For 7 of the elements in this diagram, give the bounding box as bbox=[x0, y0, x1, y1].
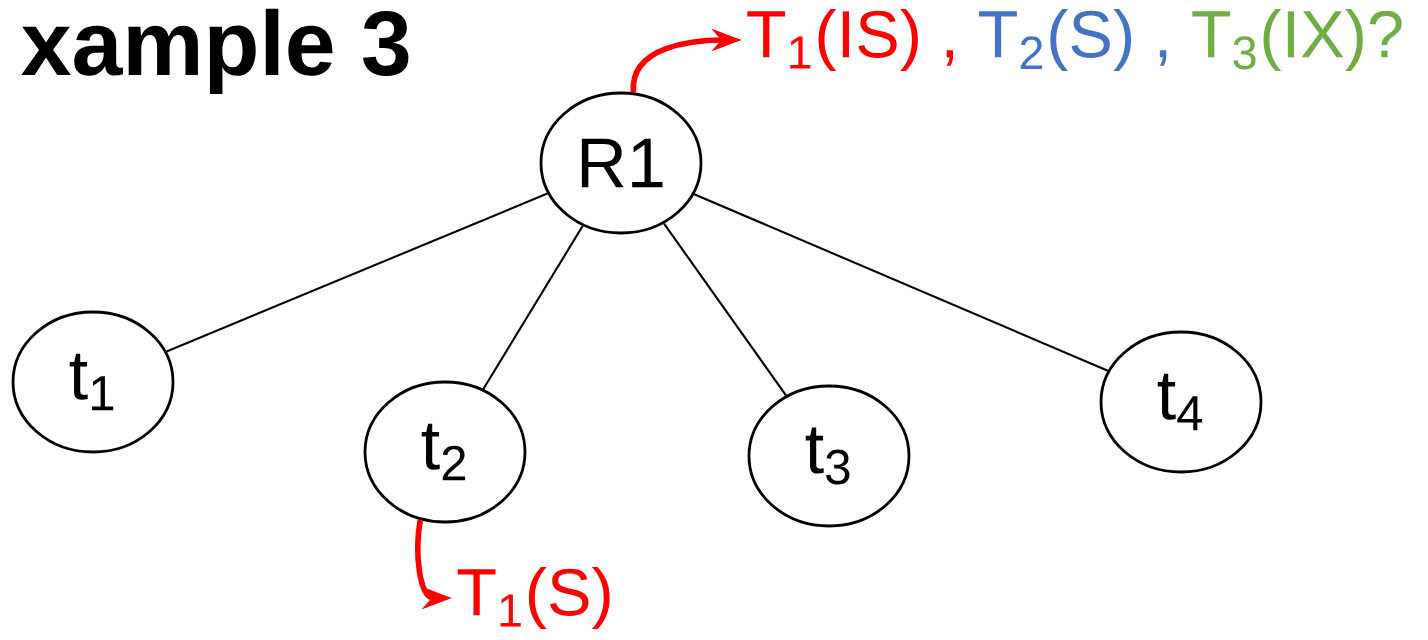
title: xample 3 bbox=[21, 8, 409, 94]
connector-line bbox=[482, 225, 584, 390]
lock-label: T$_{1}$(IS) , T$_{2}$(S) , T$_{3}$(IX)? bbox=[747, 8, 1402, 72]
connector-line bbox=[663, 223, 787, 396]
connector-line bbox=[166, 192, 548, 353]
lock-label: T$_{1}$(S) bbox=[457, 566, 610, 630]
connector-line bbox=[693, 193, 1109, 372]
